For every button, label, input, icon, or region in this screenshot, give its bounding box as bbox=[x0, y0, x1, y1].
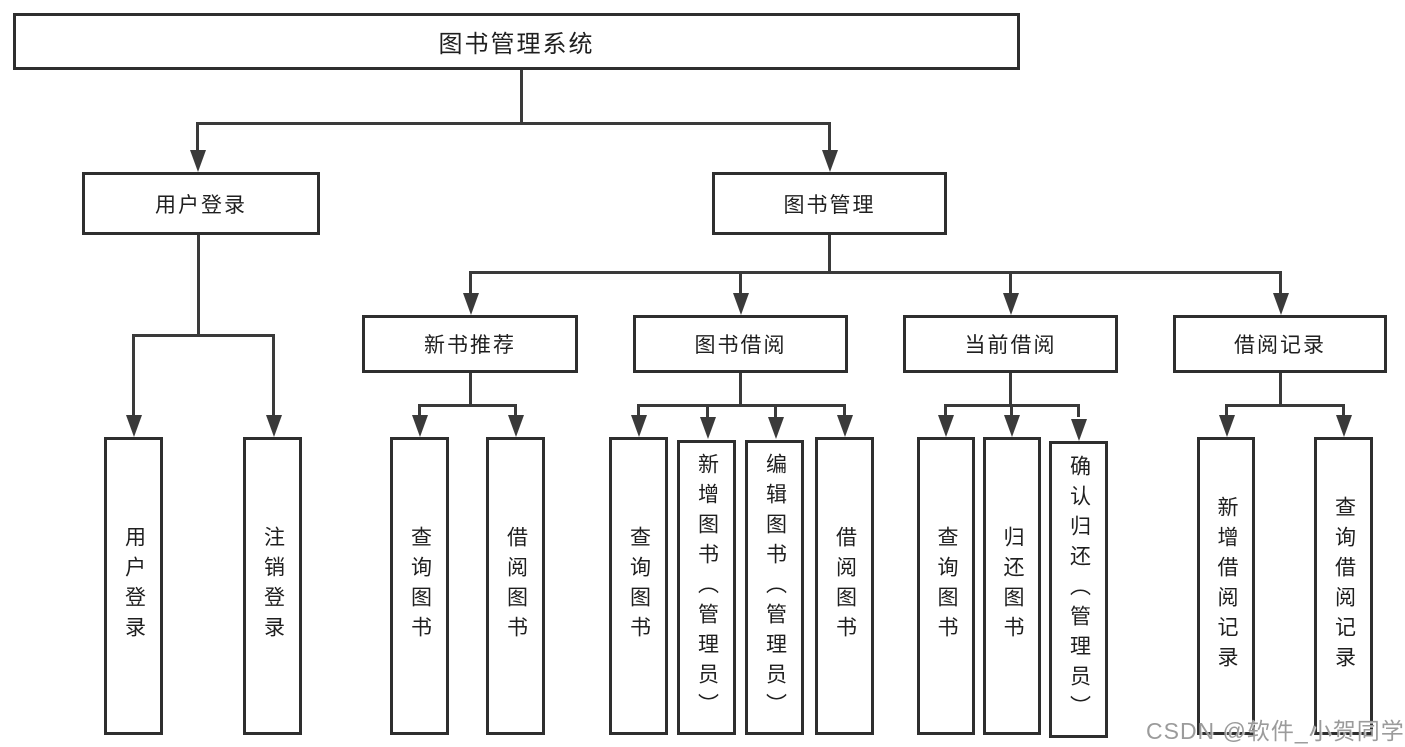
watermark-text: CSDN @软件_小贺同学 bbox=[1146, 718, 1405, 744]
connector-new-book-stem bbox=[469, 373, 472, 407]
connector-drop-new-book bbox=[469, 271, 472, 295]
arrow-down-icon bbox=[700, 417, 716, 439]
node-query-books-borrow: 查询图书 bbox=[609, 437, 668, 735]
connector-drop bbox=[944, 404, 947, 417]
connector-drop-book-management bbox=[828, 122, 831, 152]
arrow-down-icon bbox=[1003, 293, 1019, 315]
arrow-down-icon bbox=[1273, 293, 1289, 315]
node-borrow-records: 借阅记录 bbox=[1173, 315, 1387, 373]
arrow-down-icon bbox=[768, 417, 784, 439]
connector-user-login-stem bbox=[197, 235, 200, 337]
node-book-management: 图书管理 bbox=[712, 172, 947, 235]
node-logout-leaf: 注销登录 bbox=[243, 437, 302, 735]
node-add-borrow-record: 新增借阅记录 bbox=[1197, 437, 1255, 735]
node-borrow-books-leaf: 借阅图书 bbox=[815, 437, 874, 735]
arrow-down-icon bbox=[266, 415, 282, 437]
node-borrow-books-recommend: 借阅图书 bbox=[486, 437, 545, 735]
connector-root-stem bbox=[520, 70, 523, 125]
connector-drop bbox=[514, 404, 517, 417]
connector-book-borrow-stem bbox=[739, 373, 742, 407]
connector-drop bbox=[706, 404, 709, 417]
connector-book-management-bus bbox=[469, 271, 1282, 274]
connector-drop bbox=[1077, 404, 1080, 417]
arrow-down-icon bbox=[1004, 415, 1020, 437]
node-add-book-admin: 新增图书（管理员） bbox=[677, 440, 736, 735]
node-user-login: 用户登录 bbox=[82, 172, 320, 235]
arrow-down-icon bbox=[412, 415, 428, 437]
arrow-down-icon bbox=[1336, 415, 1352, 437]
connector-current-borrow-stem bbox=[1009, 373, 1012, 407]
arrow-down-icon bbox=[822, 150, 838, 172]
arrow-down-icon bbox=[1219, 415, 1235, 437]
arrow-down-icon bbox=[190, 150, 206, 172]
connector-drop-book-borrow bbox=[739, 271, 742, 295]
node-confirm-return-admin: 确认归还（管理员） bbox=[1049, 441, 1108, 738]
connector-borrow-records-stem bbox=[1279, 373, 1282, 407]
node-query-borrow-record: 查询借阅记录 bbox=[1314, 437, 1373, 735]
arrow-down-icon bbox=[938, 415, 954, 437]
node-user-login-leaf: 用户登录 bbox=[104, 437, 163, 735]
arrow-down-icon bbox=[631, 415, 647, 437]
connector-user-login-bus bbox=[132, 334, 275, 337]
connector-book-borrow-bus bbox=[637, 404, 846, 407]
connector-borrow-records-bus bbox=[1225, 404, 1345, 407]
arrow-down-icon bbox=[837, 415, 853, 437]
node-query-books-recommend: 查询图书 bbox=[390, 437, 449, 735]
node-current-borrow: 当前借阅 bbox=[903, 315, 1118, 373]
connector-drop bbox=[637, 404, 640, 417]
connector-drop bbox=[843, 404, 846, 417]
arrow-down-icon bbox=[126, 415, 142, 437]
connector-drop bbox=[418, 404, 421, 417]
arrow-down-icon bbox=[1071, 419, 1087, 441]
arrow-down-icon bbox=[733, 293, 749, 315]
connector-new-book-bus bbox=[418, 404, 517, 407]
connector-drop-borrow-records bbox=[1279, 271, 1282, 295]
connector-drop-user-login bbox=[196, 122, 199, 152]
connector-root-bus bbox=[196, 122, 831, 125]
connector-drop-current-borrow bbox=[1009, 271, 1012, 295]
connector-drop bbox=[774, 404, 777, 417]
node-edit-book-admin: 编辑图书（管理员） bbox=[745, 440, 804, 735]
arrow-down-icon bbox=[508, 415, 524, 437]
node-query-books-current: 查询图书 bbox=[917, 437, 975, 735]
node-library-management-system: 图书管理系统 bbox=[13, 13, 1020, 70]
connector-drop bbox=[1342, 404, 1345, 417]
connector-drop-logout-leaf bbox=[272, 334, 275, 417]
node-return-books: 归还图书 bbox=[983, 437, 1041, 735]
node-new-book-recommend: 新书推荐 bbox=[362, 315, 578, 373]
arrow-down-icon bbox=[463, 293, 479, 315]
connector-drop bbox=[1010, 404, 1013, 417]
connector-book-management-stem bbox=[828, 235, 831, 273]
node-book-borrow: 图书借阅 bbox=[633, 315, 848, 373]
connector-drop-login-leaf bbox=[132, 334, 135, 417]
connector-drop bbox=[1225, 404, 1228, 417]
